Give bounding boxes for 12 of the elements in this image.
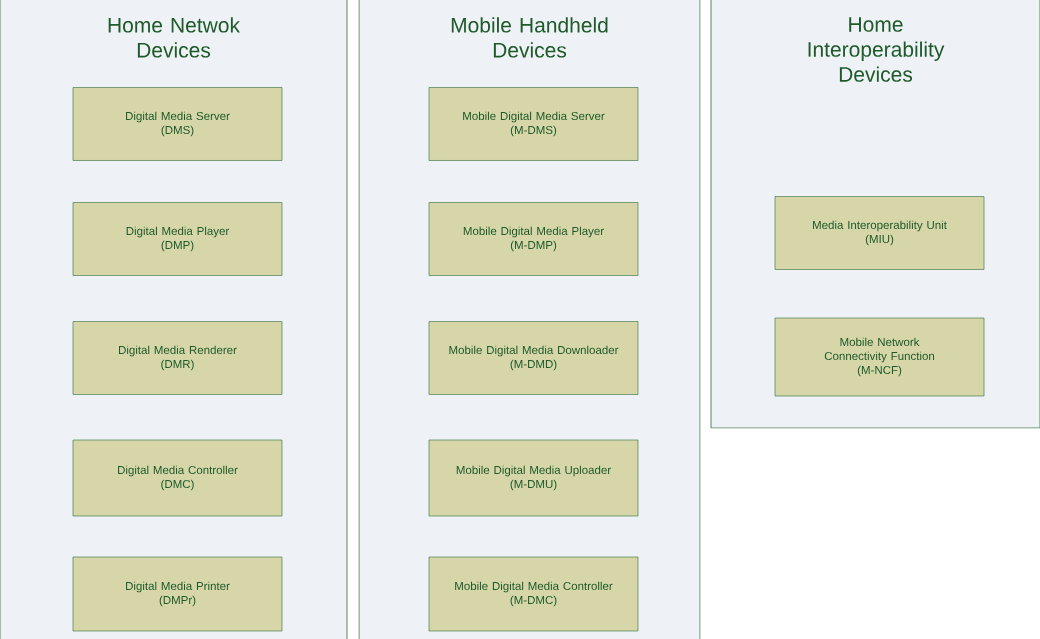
- device-box: Mobile Digital Media Controller (M-DMC): [428, 556, 639, 632]
- device-box: Media Interoperability Unit (MIU): [774, 196, 985, 270]
- device-box: Mobile Digital Media Server (M-DMS): [428, 87, 639, 161]
- device-box: Mobile Digital Media Player (M-DMP): [428, 202, 639, 276]
- device-box: Mobile Network Connectivity Function (M-NCF): [774, 317, 985, 397]
- device-box: Digital Media Player (DMP): [72, 202, 283, 276]
- device-box: Digital Media Server (DMS): [72, 87, 283, 161]
- device-box: Digital Media Renderer (DMR): [72, 321, 283, 395]
- device-box: Digital Media Printer (DMPr): [72, 556, 283, 632]
- device-box: Digital Media Controller (DMC): [72, 439, 283, 517]
- device-box: Mobile Digital Media Downloader (M-DMD): [428, 321, 639, 395]
- device-box: Mobile Digital Media Uploader (M-DMU): [428, 439, 639, 517]
